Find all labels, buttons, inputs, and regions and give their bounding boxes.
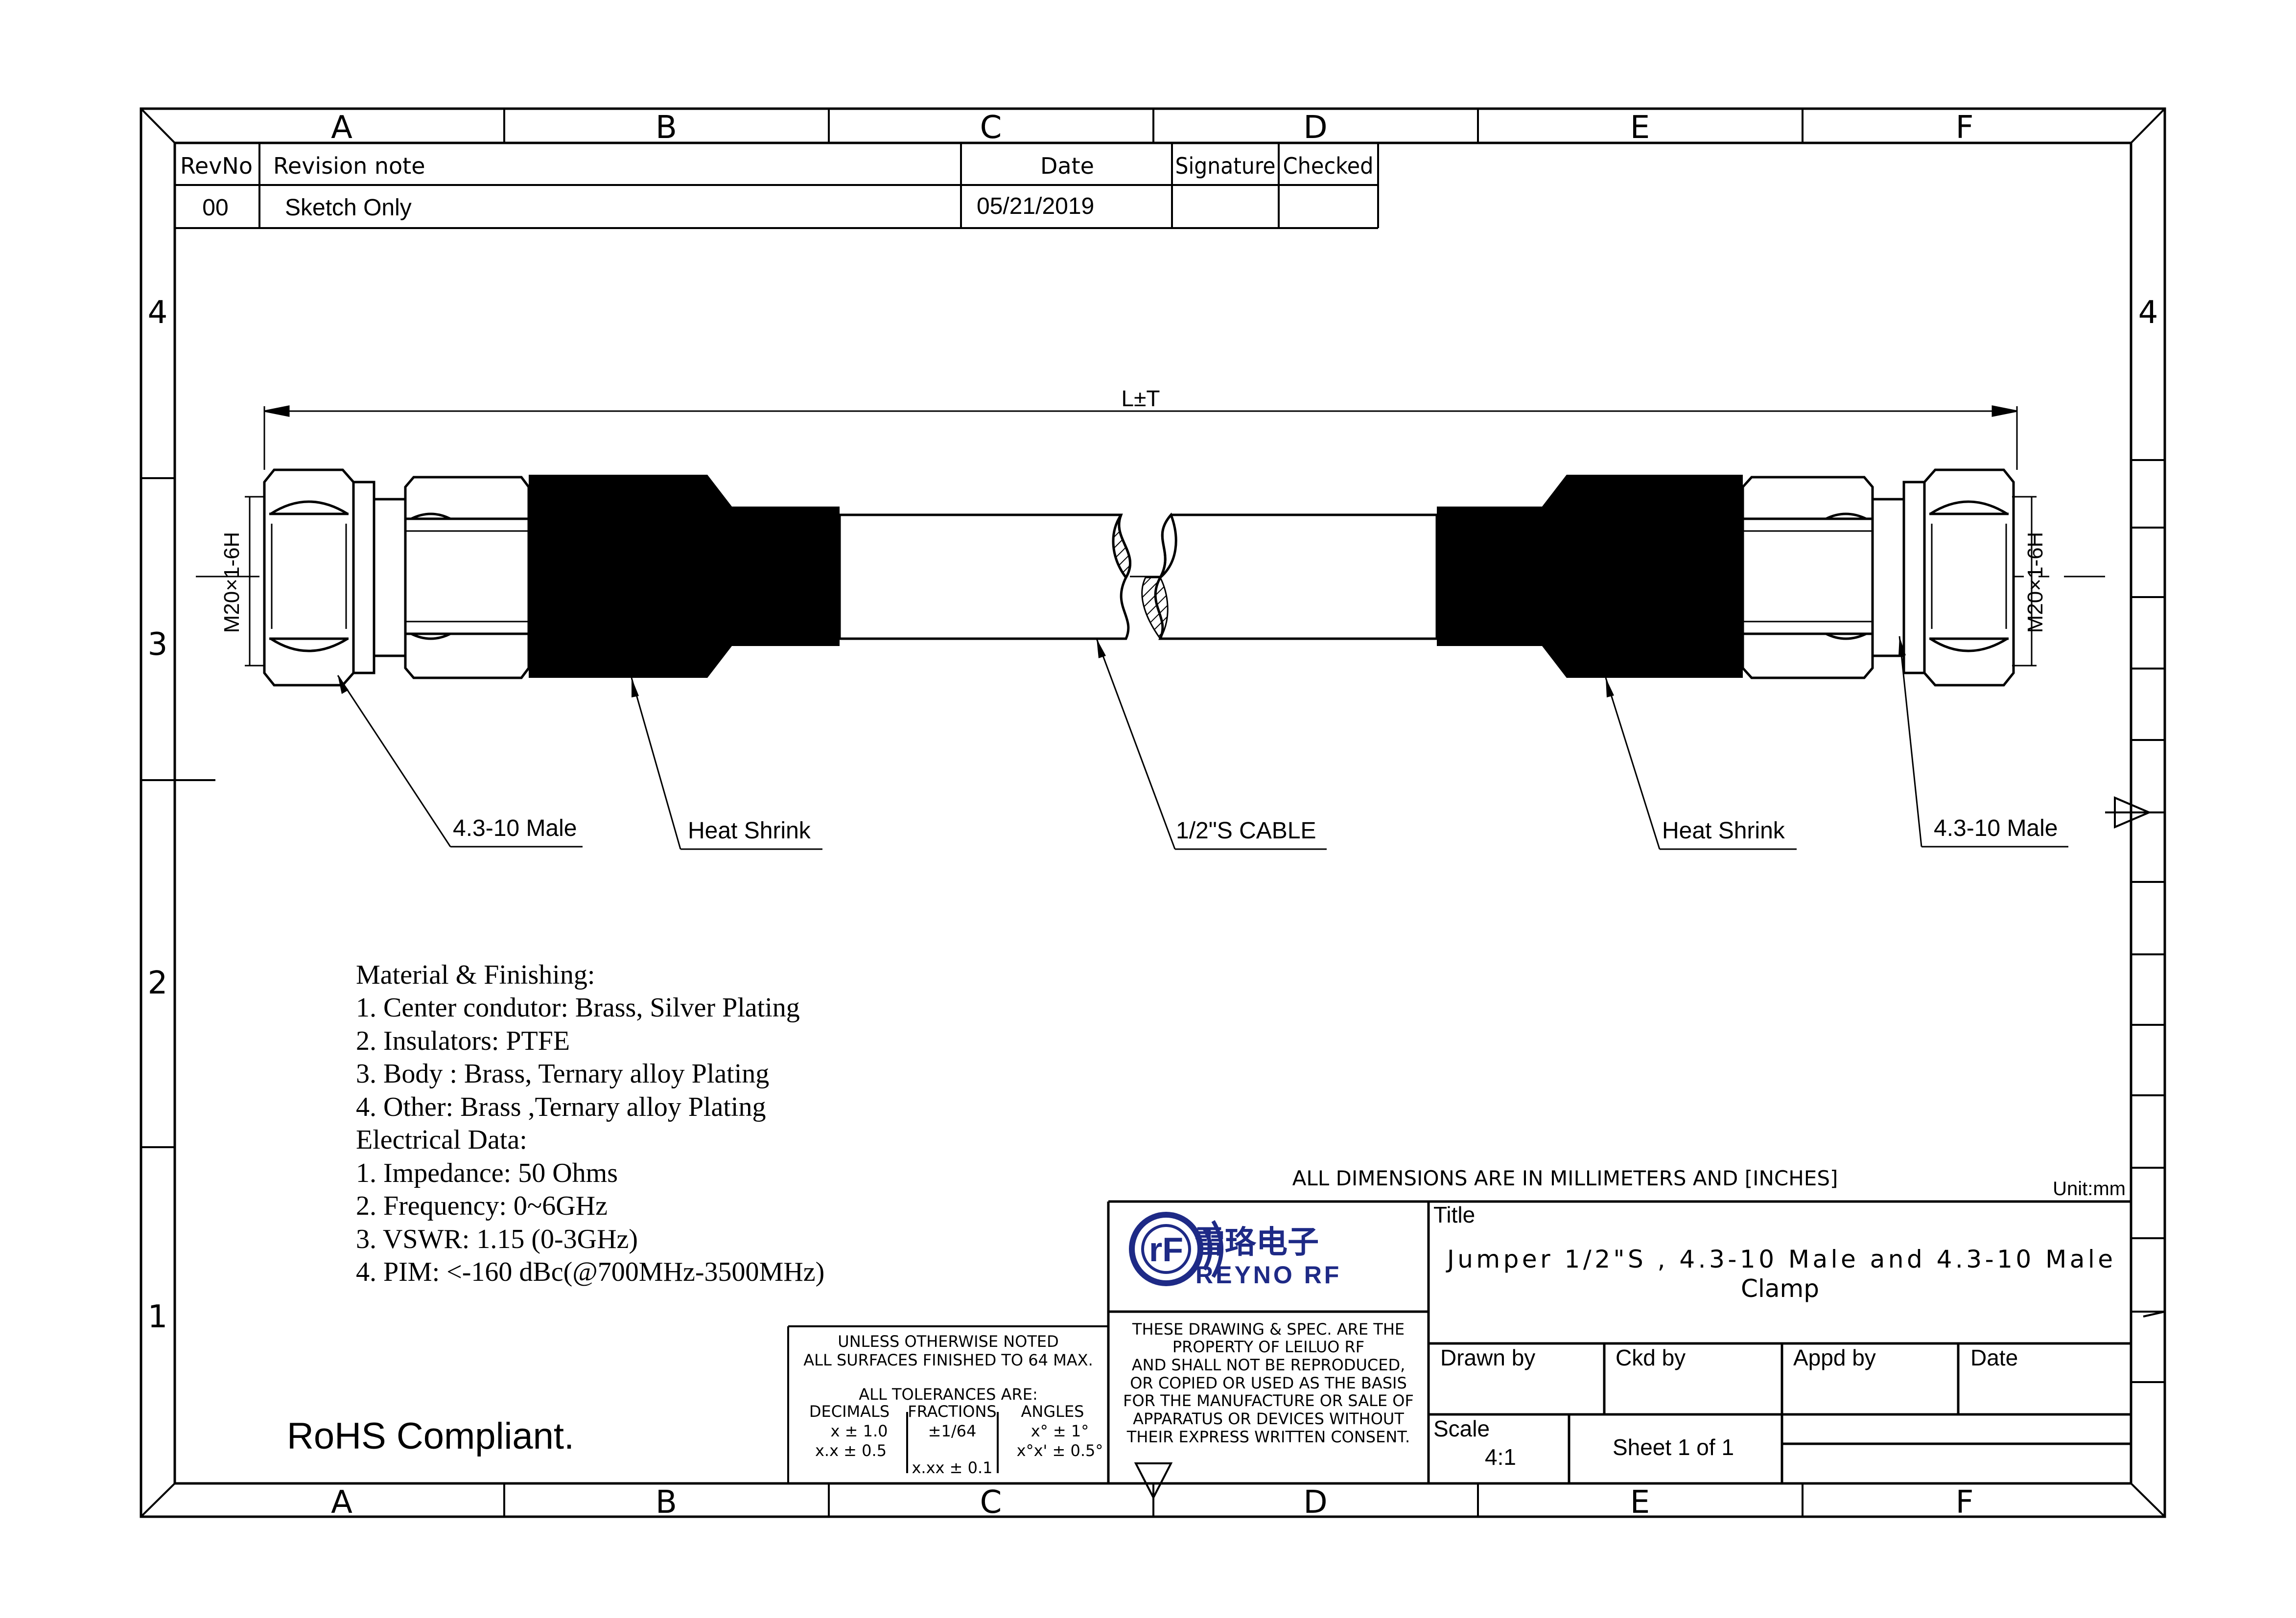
col-label-b-bottom: B <box>656 1484 677 1521</box>
property-line: THEIR EXPRESS WRITTEN CONSENT. <box>1126 1428 1410 1446</box>
tol-fractions-1: ±1/64 <box>928 1422 977 1440</box>
rev-row-note: Sketch Only <box>285 195 412 221</box>
length-dim-label: L±T <box>1122 386 1160 411</box>
company-logo: rF 雷珞电子 REYNO RF <box>1129 1212 1341 1289</box>
drawing-title-line1: Jumper 1/2"S , 4.3-10 Male and 4.3-10 Ma… <box>1446 1245 2113 1273</box>
col-label-c-bottom: C <box>980 1484 1002 1521</box>
drawn-by-label: Drawn by <box>1440 1345 1535 1370</box>
tol-line2: ALL SURFACES FINISHED TO 64 MAX. <box>803 1351 1093 1369</box>
drawing-title-line2: Clamp <box>1741 1274 1819 1303</box>
drawing-frame <box>140 107 2166 1518</box>
callout-shrink-right: Heat Shrink <box>1662 818 1785 844</box>
revision-table: RevNo Revision note Date Signature Check… <box>175 143 1379 229</box>
rev-row-date: 05/21/2019 <box>977 193 1094 219</box>
rev-header-revno: RevNo <box>180 153 253 179</box>
thread-label-right: M20×1-6H <box>2023 532 2047 633</box>
tol-angles-label: ANGLES <box>1021 1402 1084 1421</box>
title-label: Title <box>1433 1202 1475 1227</box>
col-label-c-top: C <box>980 110 1002 146</box>
length-dimension <box>263 405 2018 470</box>
rev-header-checked: Checked <box>1283 153 1374 179</box>
note-line: 3. VSWR: 1.15 (0-3GHz) <box>356 1224 638 1254</box>
row-label-4-right: 4 <box>2138 295 2158 331</box>
col-label-e-bottom: E <box>1630 1484 1650 1521</box>
note-line: 1. Impedance: 50 Ohms <box>356 1158 618 1188</box>
tol-decimals-1: x ± 1.0 <box>831 1422 888 1440</box>
tol-angles-1: x° ± 1° <box>1031 1422 1089 1440</box>
appd-by-label: Appd by <box>1793 1345 1876 1370</box>
callout-male-right: 4.3-10 Male <box>1934 815 2058 841</box>
note-line: 3. Body : Brass, Ternary alloy Plating <box>356 1059 769 1089</box>
note-line: 2. Insulators: PTFE <box>356 1026 570 1056</box>
tol-decimals-2: x.x ± 0.5 <box>815 1441 887 1460</box>
rev-header-signature: Signature <box>1175 153 1276 179</box>
col-label-e-top: E <box>1630 110 1650 146</box>
note-line: Electrical Data: <box>356 1125 527 1155</box>
note-line: 4. PIM: <-160 dBc(@700MHz-3500MHz) <box>356 1257 824 1287</box>
tol-angles-2: x°x' ± 0.5° <box>1017 1441 1103 1460</box>
property-line: APPARATUS OR DEVICES WITHOUT <box>1133 1410 1404 1428</box>
tol-fractions-2: x.xx ± 0.1 <box>912 1458 992 1477</box>
dimensions-note: ALL DIMENSIONS ARE IN MILLIMETERS AND [I… <box>1292 1166 1838 1190</box>
row-label-1-left: 1 <box>148 1299 168 1335</box>
cable <box>838 512 1438 640</box>
scale-label: Scale <box>1433 1416 1490 1441</box>
left-connector <box>245 468 530 687</box>
tol-line3: ALL TOLERANCES ARE: <box>859 1385 1037 1404</box>
date-label: Date <box>1970 1345 2018 1370</box>
col-label-f-top: F <box>1956 110 1974 146</box>
row-label-4-left: 4 <box>148 295 168 331</box>
cable-assembly-drawing: L±T <box>196 386 2105 850</box>
scale-value: 4:1 <box>1485 1444 1516 1470</box>
tol-decimals-label: DECIMALS <box>809 1402 890 1421</box>
material-notes: Material & Finishing: 1. Center condutor… <box>356 960 824 1287</box>
callout-cable: 1/2"S CABLE <box>1176 818 1316 844</box>
tolerance-block: UNLESS OTHERWISE NOTED ALL SURFACES FINI… <box>787 1325 1108 1483</box>
note-line: 1. Center condutor: Brass, Silver Platin… <box>356 993 800 1023</box>
property-line: PROPERTY OF LEILUO RF <box>1172 1338 1364 1356</box>
rev-header-note: Revision note <box>273 153 425 179</box>
right-connector <box>1741 468 2037 687</box>
tol-line1: UNLESS OTHERWISE NOTED <box>838 1332 1058 1351</box>
note-line: 4. Other: Brass ,Ternary alloy Plating <box>356 1092 766 1122</box>
left-heat-shrink <box>529 475 840 678</box>
row-label-2-left: 2 <box>148 965 168 1001</box>
col-label-d-bottom: D <box>1303 1484 1327 1521</box>
rev-header-date: Date <box>1040 153 1094 179</box>
thread-label-left: M20×1-6H <box>220 532 244 633</box>
logo-cn: 雷珞电子 <box>1194 1225 1319 1260</box>
ckd-by-label: Ckd by <box>1616 1345 1686 1370</box>
col-label-d-top: D <box>1303 110 1327 146</box>
callout-male-left: 4.3-10 Male <box>453 815 577 841</box>
title-block: ALL DIMENSIONS ARE IN MILLIMETERS AND [I… <box>1107 1166 2131 1483</box>
note-line: Material & Finishing: <box>356 960 595 990</box>
note-line: 2. Frequency: 0~6GHz <box>356 1191 608 1221</box>
logo-glyph-icon: rF <box>1149 1230 1183 1269</box>
rev-row-number: 00 <box>202 195 228 221</box>
unit-label: Unit:mm <box>2053 1178 2126 1200</box>
right-heat-shrink <box>1437 475 1743 678</box>
row-label-3-left: 3 <box>148 626 168 663</box>
rohs-note: RoHS Compliant. <box>287 1415 574 1457</box>
logo-en: REYNO RF <box>1195 1261 1341 1289</box>
tol-fractions-label: FRACTIONS <box>908 1402 996 1421</box>
col-label-a-top: A <box>331 110 352 146</box>
property-line: THESE DRAWING & SPEC. ARE THE <box>1132 1320 1405 1339</box>
col-label-f-bottom: F <box>1956 1484 1974 1521</box>
property-line: FOR THE MANUFACTURE OR SALE OF <box>1123 1391 1414 1410</box>
col-label-a-bottom: A <box>331 1484 352 1521</box>
col-label-b-top: B <box>656 110 677 146</box>
property-line: AND SHALL NOT BE REPRODUCED, <box>1132 1356 1406 1374</box>
property-line: OR COPIED OR USED AS THE BASIS <box>1130 1374 1407 1392</box>
callout-shrink-left: Heat Shrink <box>688 818 811 844</box>
sheet-number: Sheet 1 of 1 <box>1613 1434 1734 1460</box>
